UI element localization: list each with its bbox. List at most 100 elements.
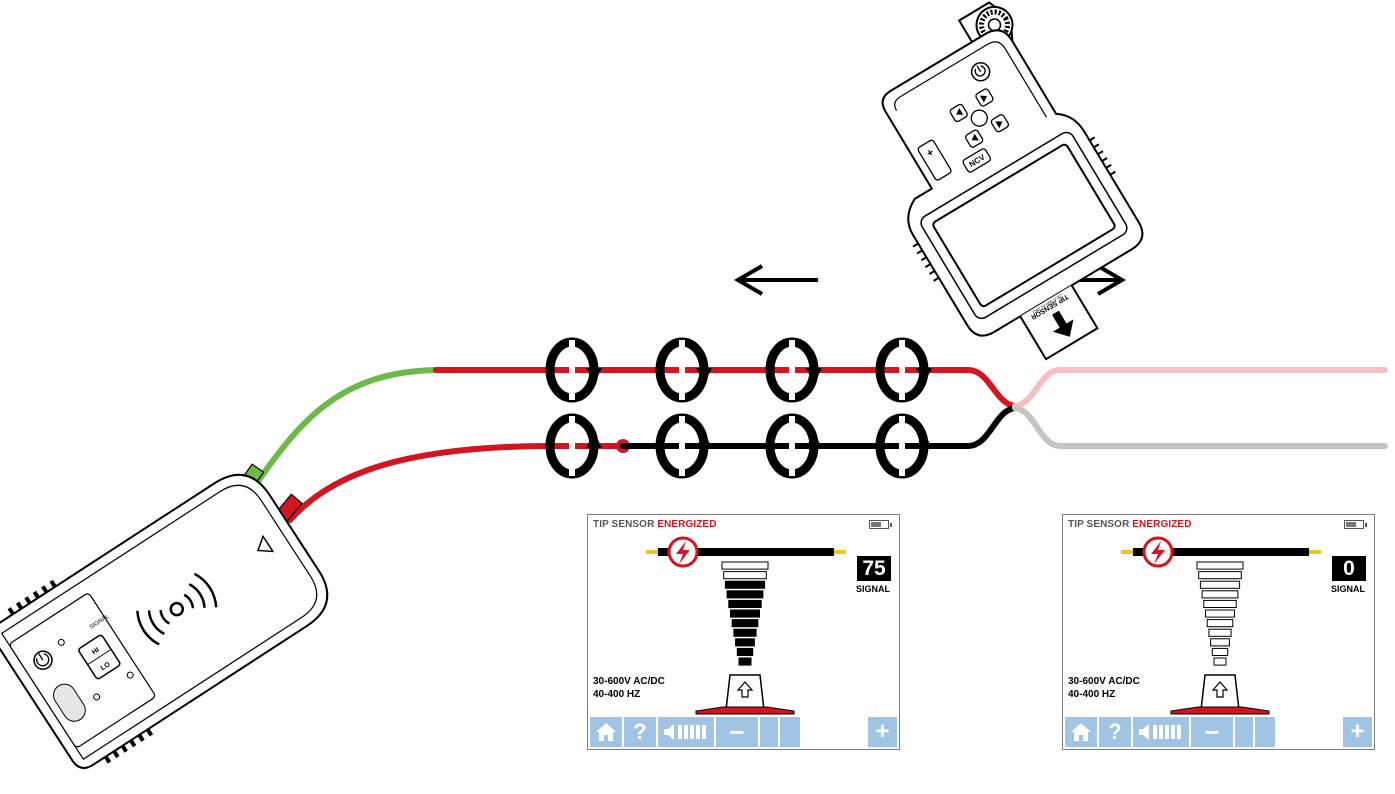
probe-arrow-icon — [1211, 681, 1229, 698]
signal-bar — [728, 599, 762, 609]
help-button[interactable]: ? — [624, 717, 656, 747]
rotation-arrow-icon — [875, 337, 932, 403]
signal-bar — [723, 571, 767, 580]
speaker-icon — [1139, 724, 1181, 740]
signal-bar — [726, 590, 764, 599]
transmitter-device: HI LO SIGNAL — [0, 473, 329, 770]
battery-icon — [869, 520, 892, 529]
plus-button[interactable]: + — [868, 717, 897, 747]
probe-arrow-icon — [736, 681, 754, 698]
signal-value-readout: 0 — [1332, 556, 1366, 581]
home-button[interactable] — [1065, 717, 1097, 747]
faded-red-wire — [1012, 367, 1388, 409]
wires — [237, 367, 1388, 523]
battery-icon — [1344, 520, 1367, 529]
plus-button[interactable]: + — [1343, 717, 1372, 747]
screen-toolbar: ? − + — [1065, 717, 1372, 747]
rotation-arrow-icon — [545, 413, 602, 479]
help-icon: ? — [633, 719, 647, 744]
voltage-range-text: 30-600V AC/DC — [1068, 676, 1140, 687]
help-button[interactable]: ? — [1099, 717, 1131, 747]
signal-bar — [735, 638, 755, 647]
receiver-plus-minus-key — [917, 139, 952, 181]
rotation-arrow-icon — [765, 337, 822, 403]
receiver-ncv-key — [962, 148, 992, 173]
receiver-display-high-signal: TIP SENSOR ENERGIZED 75 SIGNAL 30-600V A… — [587, 514, 900, 750]
signal-bar — [1210, 638, 1230, 647]
transmitter-light-bar — [53, 683, 86, 722]
minus-button[interactable]: − — [1191, 717, 1233, 747]
signal-bar — [1201, 590, 1239, 599]
screen-toolbar: ? − + — [590, 717, 897, 747]
faded-black-wire — [1012, 405, 1388, 449]
signal-bar — [730, 609, 760, 618]
signal-bar — [1196, 561, 1244, 570]
signal-bar — [1198, 571, 1242, 580]
signal-bar — [733, 628, 757, 637]
signal-value-readout: 75 — [857, 556, 891, 581]
level-segment — [1255, 717, 1275, 747]
power-icon — [33, 650, 53, 670]
rotation-arrow-icon — [875, 413, 932, 479]
red-test-lead — [287, 443, 549, 523]
home-icon — [596, 723, 616, 741]
lightning-bolt — [1151, 541, 1165, 564]
plus-icon: + — [875, 718, 890, 745]
rotation-arrow-icon — [655, 413, 712, 479]
volume-button[interactable] — [1133, 717, 1189, 747]
lightning-bolt — [676, 541, 690, 564]
signal-bar — [1199, 580, 1241, 589]
help-icon: ? — [1108, 719, 1122, 744]
field-rotation-arrows — [545, 337, 932, 479]
volume-button[interactable] — [658, 717, 714, 747]
minus-button[interactable]: − — [716, 717, 758, 747]
plus-icon: + — [1350, 718, 1365, 745]
signal-bar — [1213, 657, 1227, 666]
receiver-display-no-signal: TIP SENSOR ENERGIZED 0 SIGNAL 30-600V AC… — [1062, 514, 1375, 750]
probe-base — [1170, 706, 1270, 715]
receiver-keypad: + NCV — [917, 62, 1010, 181]
receiver-screen — [932, 143, 1116, 308]
signal-bar — [721, 561, 769, 570]
signal-bar — [736, 647, 754, 656]
minus-icon: − — [1204, 716, 1220, 747]
signal-bar — [1205, 609, 1235, 618]
power-icon — [970, 62, 991, 82]
rotation-arrow-icon — [545, 337, 602, 403]
lo-label: LO — [100, 661, 112, 672]
signal-bar — [1211, 647, 1229, 656]
speaker-icon — [664, 724, 706, 740]
voltage-range-text: 30-600V AC/DC — [593, 676, 665, 687]
warning-icon — [256, 534, 275, 553]
frequency-range-text: 40-400 HZ — [1068, 689, 1116, 700]
signal-bar — [1203, 599, 1237, 609]
arrow-left-icon — [734, 264, 818, 296]
signal-bar — [1206, 619, 1234, 628]
home-button[interactable] — [590, 717, 622, 747]
level-segment — [780, 717, 800, 747]
receiver-device: + NCV TIP SENSOR CAT IV 600 V AC — [881, 1, 1144, 361]
screen-header: TIP SENSOR ENERGIZED — [1068, 519, 1192, 530]
signal-visualization — [1121, 536, 1321, 715]
rotation-arrow-icon — [655, 337, 712, 403]
signal-value-label: SIGNAL — [1330, 584, 1365, 594]
frequency-range-text: 40-400 HZ — [593, 689, 641, 700]
red-conductor — [433, 367, 1018, 409]
signal-bar — [738, 657, 752, 666]
signal-bar — [1208, 628, 1232, 637]
screen-header: TIP SENSOR ENERGIZED — [593, 519, 717, 530]
transmitter-panel — [9, 593, 156, 748]
minus-icon: − — [729, 716, 745, 747]
black-conductor — [620, 405, 1018, 449]
probe-base — [695, 706, 795, 715]
signal-value-label: SIGNAL — [855, 584, 890, 594]
receiver-plus-label: + — [925, 146, 937, 160]
rotation-arrow-icon — [765, 413, 822, 479]
signal-visualization — [646, 536, 846, 715]
hi-label: HI — [91, 647, 101, 657]
level-segment — [760, 717, 778, 747]
signal-bar — [724, 580, 766, 589]
signal-bar — [731, 619, 759, 628]
level-segment — [1235, 717, 1253, 747]
